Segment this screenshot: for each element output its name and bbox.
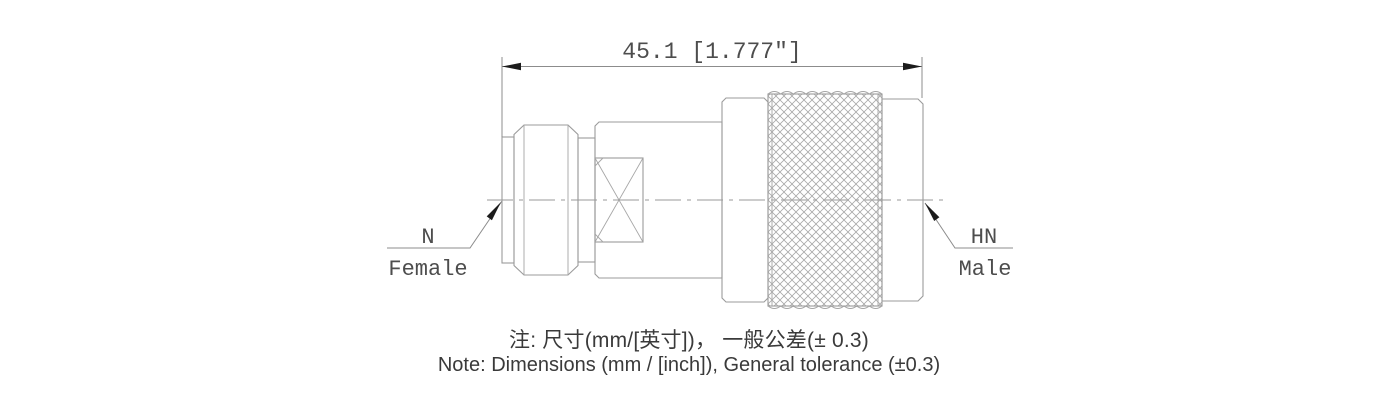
leader-line-left (387, 200, 503, 249)
leader-line-right (924, 202, 1013, 249)
note-line-zh: 注: 尺寸(mm/[英寸])， 一般公差(± 0.3) (509, 329, 869, 352)
label-hn: HN (971, 225, 997, 250)
leader-arrow-right (925, 203, 940, 221)
hn-male-end (881, 98, 924, 302)
hex-nut-flat-lines (523, 125, 569, 275)
knurl-scallop-top (767, 91, 883, 95)
knurl-pattern (767, 93, 883, 307)
dimension-label: 45.1 [1.777″] (622, 39, 801, 65)
dimension-45-1: 45.1 [1.777″] (501, 39, 923, 137)
knurl-section (767, 91, 883, 309)
label-male: Male (959, 257, 1012, 282)
notes-block: 注: 尺寸(mm/[英寸])， 一般公差(± 0.3) Note: Dimens… (0, 329, 1378, 377)
note-line-en: Note: Dimensions (mm / [inch]), General … (437, 354, 941, 376)
dimension-arrow-left (502, 62, 521, 71)
leader-n-female: N Female (387, 200, 503, 282)
label-n: N (421, 225, 434, 250)
label-female: Female (388, 257, 467, 282)
leader-hn-male: HN Male (924, 202, 1013, 282)
leader-arrow-left (486, 202, 501, 221)
hex-chamfer-bowtie (594, 157, 644, 243)
dimension-arrow-right (903, 62, 922, 71)
knurl-scallop-bottom (767, 305, 883, 309)
hex-nut-outline (513, 124, 579, 276)
